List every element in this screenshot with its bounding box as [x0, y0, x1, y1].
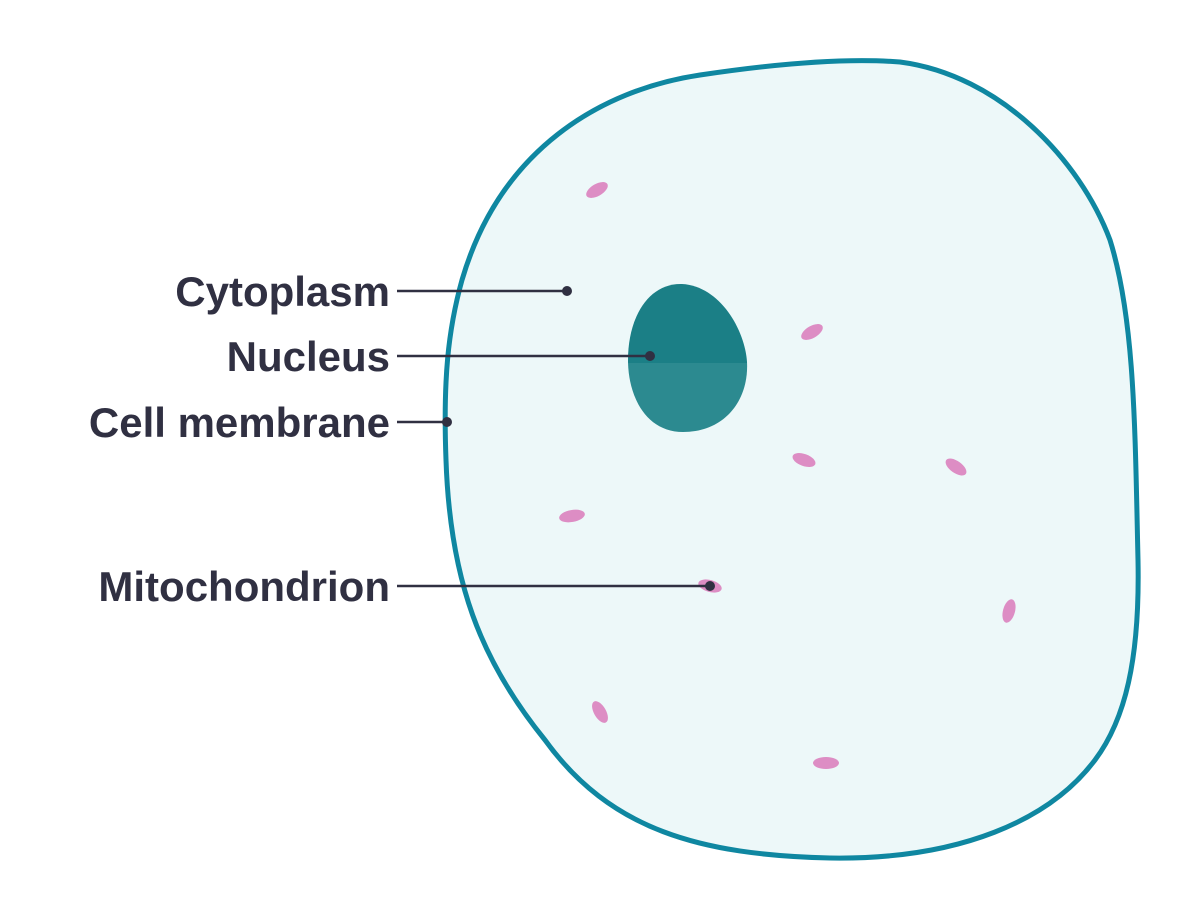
- mitochondrion: [813, 757, 839, 769]
- cell-membrane-leader-dot: [442, 417, 452, 427]
- nucleus-lower-half: [628, 363, 747, 432]
- mitochondrion-leader-dot: [705, 581, 715, 591]
- cytoplasm-label: Cytoplasm: [175, 268, 390, 315]
- mitochondria-group: [559, 182, 1016, 769]
- nucleus-leader-dot: [645, 351, 655, 361]
- mitochondrion: [945, 458, 967, 476]
- cell-membrane-label: Cell membrane: [89, 399, 390, 446]
- mitochondrion-label: Mitochondrion: [98, 563, 390, 610]
- cytoplasm-leader-dot: [562, 286, 572, 296]
- mitochondrion: [559, 509, 585, 523]
- mitochondrion: [801, 324, 823, 340]
- nucleus-upper-half: [628, 283, 748, 363]
- nucleus: [628, 283, 748, 432]
- mitochondrion: [792, 453, 816, 467]
- cell-membrane: [442, 58, 1141, 861]
- nucleus-label: Nucleus: [227, 333, 390, 380]
- mitochondrion: [1002, 599, 1016, 623]
- mitochondrion: [592, 701, 608, 723]
- leader-lines: [397, 286, 715, 591]
- mitochondrion: [586, 182, 608, 198]
- labels: Cytoplasm Nucleus Cell membrane Mitochon…: [89, 268, 390, 610]
